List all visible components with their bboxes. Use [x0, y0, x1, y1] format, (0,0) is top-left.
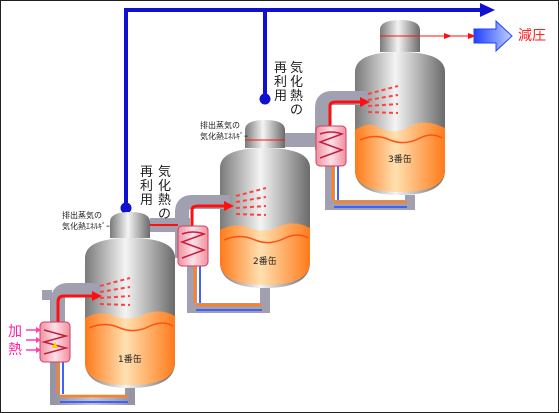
junction-dot-2 — [259, 93, 271, 105]
heat-exchanger-1 — [39, 321, 71, 363]
heat-exchanger-2 — [177, 225, 209, 267]
vacuum-arrow-icon — [473, 19, 513, 53]
tank-1-label: 1番缶 — [118, 353, 142, 365]
svg-text:利: 利 — [140, 179, 153, 194]
steam-lines-2 — [235, 187, 267, 216]
tank-2-label: 2番缶 — [253, 255, 277, 267]
svg-text:化: 化 — [290, 75, 303, 90]
vacuum-label: 減圧 — [518, 27, 546, 44]
steam-pipe-3 — [285, 91, 370, 150]
svg-text:化: 化 — [158, 179, 171, 194]
pipe-loop-3 — [325, 160, 415, 210]
exhaust-label-2b: 気化熱ｴﾈﾙｷﾞｰ — [200, 131, 248, 141]
tank-1 — [85, 212, 175, 388]
heating-arrows-icon — [26, 327, 41, 353]
svg-text:熱: 熱 — [290, 89, 303, 104]
svg-text:再: 再 — [274, 61, 287, 76]
steam-lines-3 — [367, 85, 399, 114]
steam-lines-1 — [99, 277, 131, 306]
heating-label-2: 熱 — [8, 342, 22, 358]
junction-dot-1 — [120, 202, 132, 214]
tank-3-label: 3番缶 — [388, 153, 412, 165]
tank-3 — [355, 20, 476, 195]
svg-text:気: 気 — [158, 164, 171, 180]
heat-exchanger-3 — [315, 125, 347, 167]
svg-text:熱: 熱 — [158, 193, 171, 208]
reuse-label-1: 気 化 熱 の 再 利 用 — [140, 164, 171, 222]
exhaust-label-1a: 排出蒸気の — [62, 210, 102, 220]
svg-text:再: 再 — [140, 165, 153, 180]
exhaust-label-2a: 排出蒸気の — [200, 120, 240, 130]
svg-text:気: 気 — [290, 60, 303, 76]
heating-label-1: 加 — [8, 324, 22, 340]
svg-text:利: 利 — [274, 75, 287, 90]
steam-pipe-2 — [150, 195, 234, 258]
vacuum-line — [120, 3, 495, 214]
steam-pipe-1 — [51, 283, 102, 330]
svg-text:の: の — [158, 207, 171, 222]
tank-2 — [220, 120, 310, 288]
svg-text:の: の — [290, 103, 303, 118]
reuse-label-2: 気 化 熱 の 再 利 用 — [274, 60, 303, 118]
svg-text:用: 用 — [274, 89, 287, 104]
exhaust-label-1b: 気化熱ｴﾈﾙｷﾞｰ — [62, 221, 110, 231]
pipe-loop-2 — [187, 265, 270, 313]
svg-text:用: 用 — [140, 193, 153, 208]
